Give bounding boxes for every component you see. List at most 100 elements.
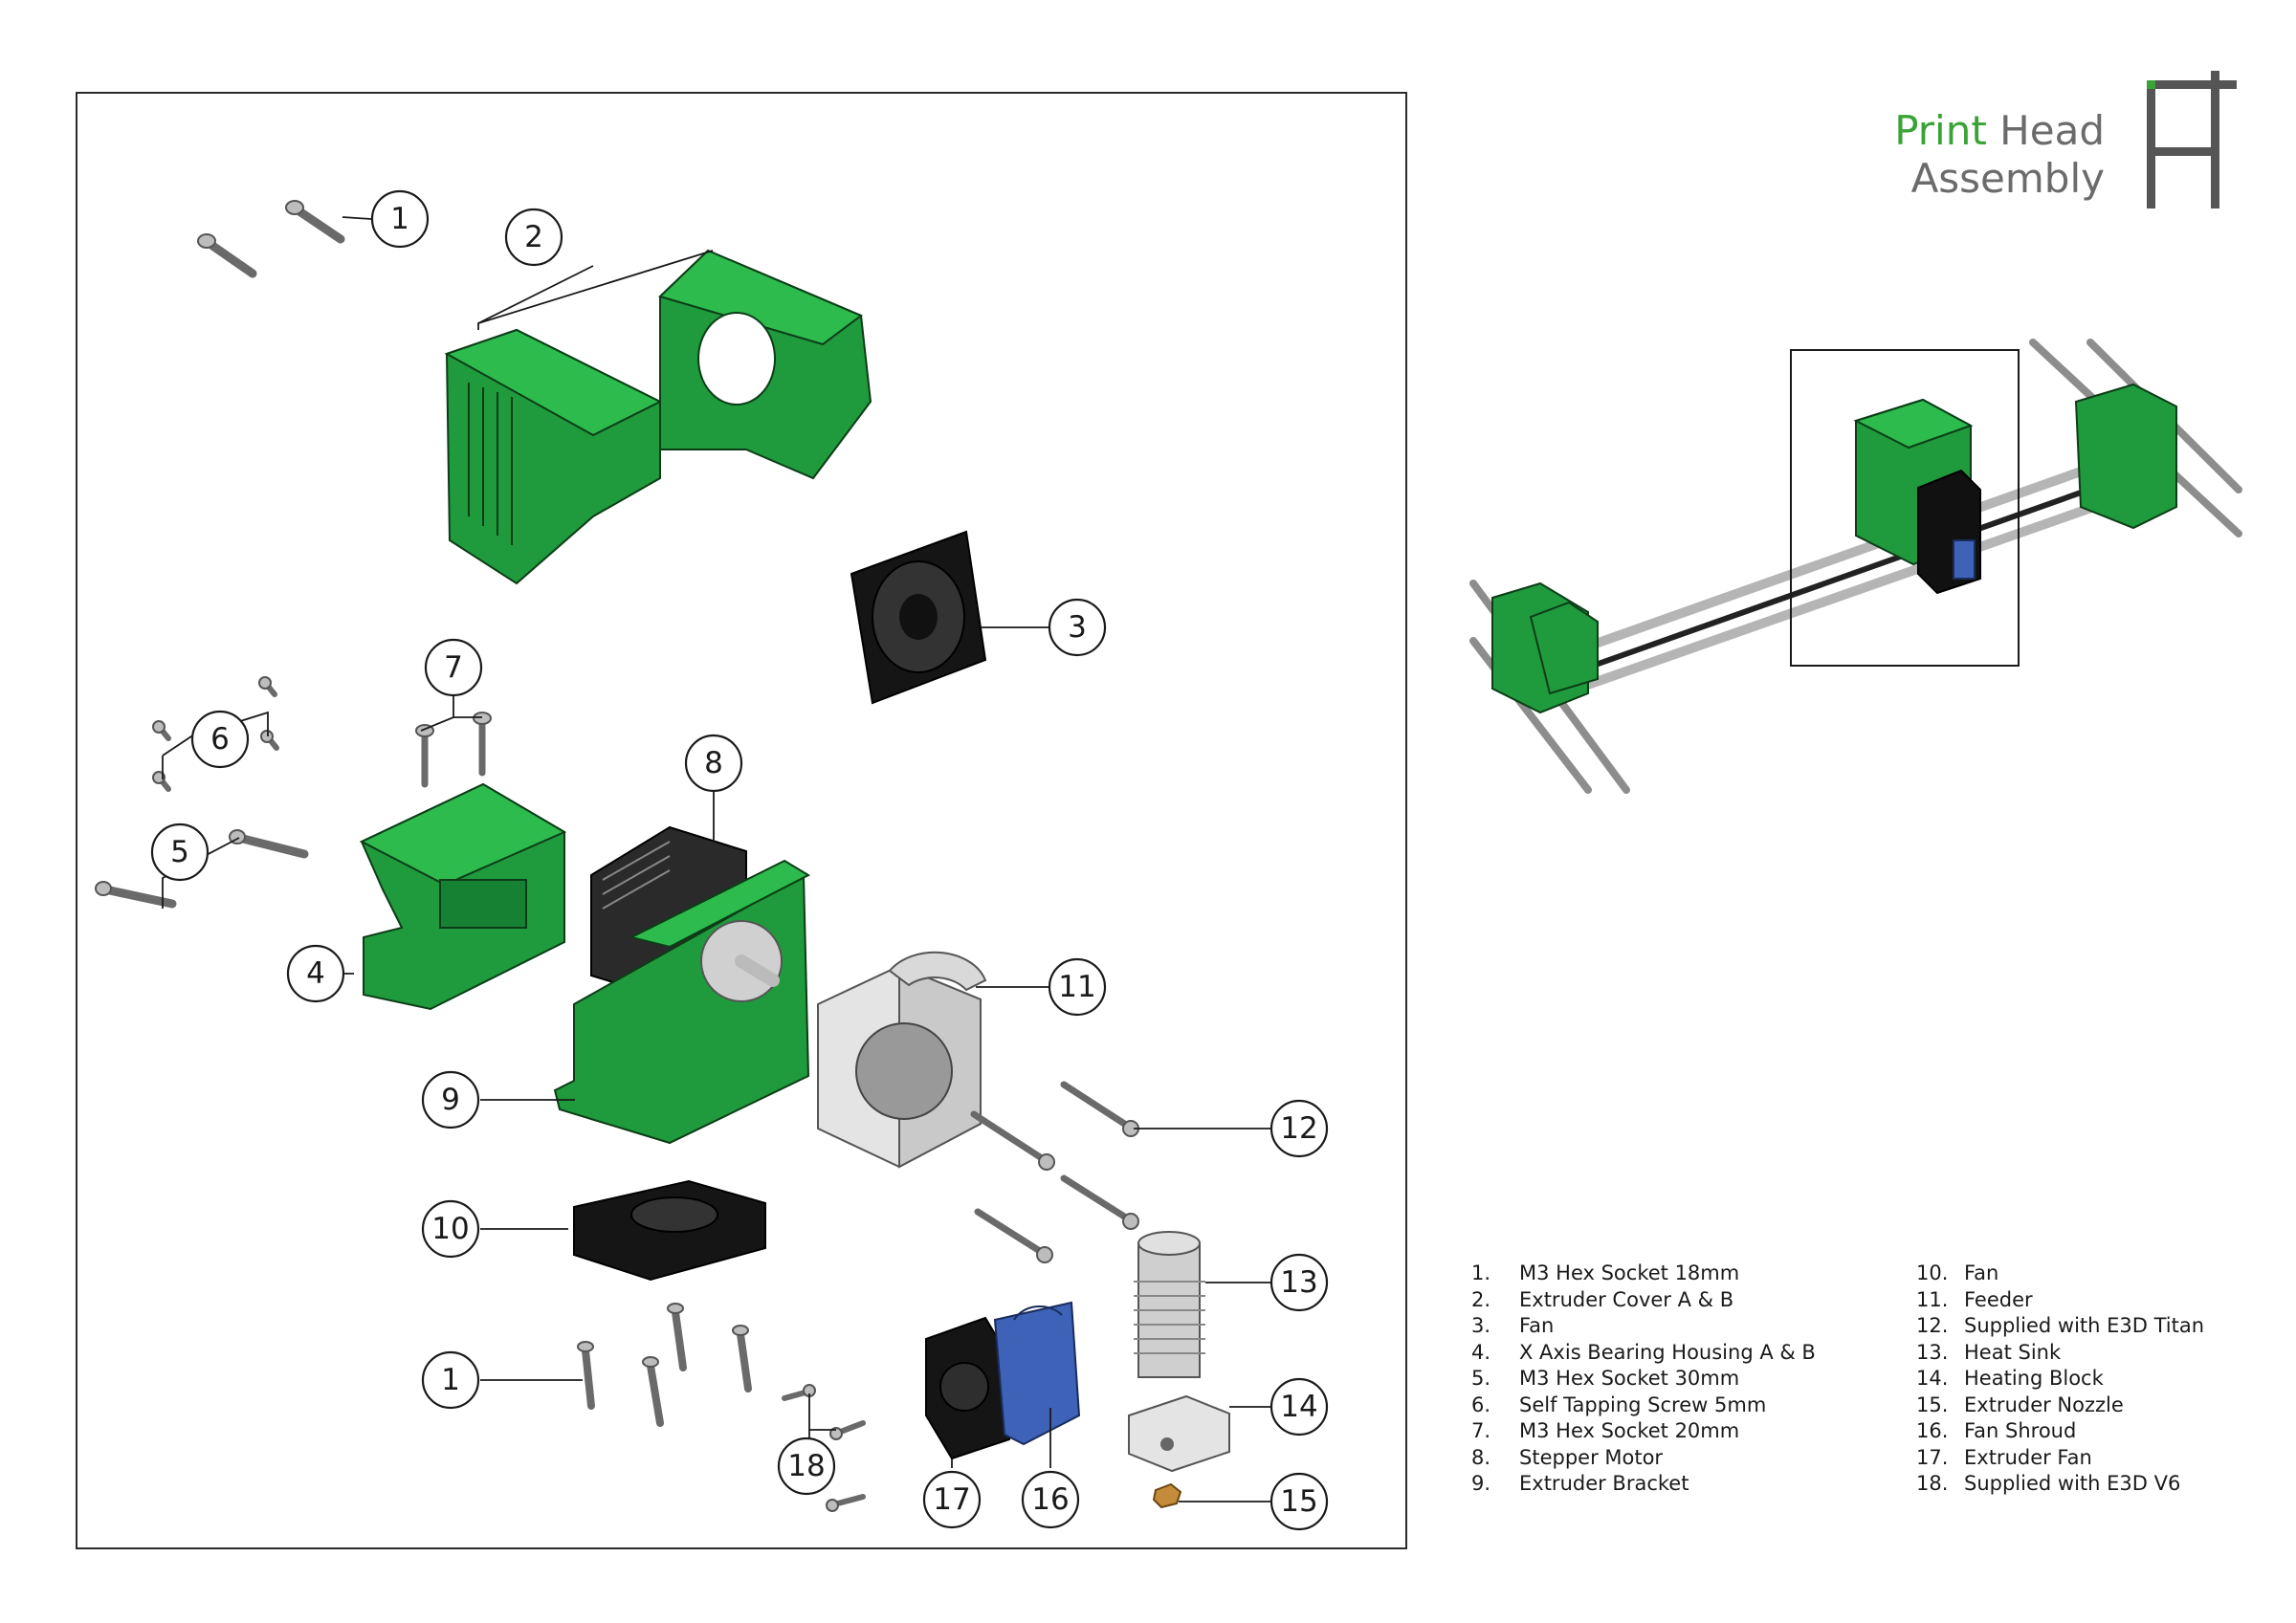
part-10-fan [573, 1179, 766, 1282]
callout-15: 15 [1269, 1472, 1329, 1531]
parts-list-number: 2. [1471, 1287, 1491, 1311]
callout-5: 5 [150, 822, 210, 882]
parts-list-number: 7. [1471, 1419, 1491, 1442]
parts-list-number: 15. [1916, 1393, 1949, 1416]
parts-list-item: 4. X Axis Bearing Housing A & B [1471, 1340, 1892, 1367]
part-4-bearing-housing [359, 782, 567, 1011]
title-line-2: Assembly [1910, 155, 2105, 202]
parts-list-label: Heat Sink [1964, 1340, 2062, 1364]
parts-list-item: 9.Extruder Bracket [1471, 1471, 1892, 1498]
parts-list-item: 18. Supplied with E3D V6 [1916, 1471, 2280, 1498]
parts-list-number: 12. [1916, 1314, 1949, 1337]
svg-text:11: 11 [1058, 970, 1095, 1004]
parts-list-label: M3 Hex Socket 18mm [1519, 1261, 1740, 1284]
parts-list-number: 11. [1916, 1287, 1949, 1311]
parts-list-label: Stepper Motor [1519, 1445, 1664, 1469]
parts-list-number: 3. [1471, 1314, 1491, 1337]
part-1-screws-bottom [577, 1303, 752, 1427]
svg-text:13: 13 [1280, 1265, 1317, 1300]
parts-list-number: 8. [1471, 1445, 1491, 1469]
svg-text:5: 5 [170, 835, 189, 869]
parts-list-item: 2.Extruder Cover A & B [1471, 1287, 1892, 1314]
parts-list-label: Extruder Nozzle [1964, 1393, 2124, 1416]
parts-list-item: 16. Fan Shroud [1916, 1418, 2280, 1445]
parts-list-label: Supplied with E3D Titan [1964, 1314, 2205, 1337]
callout-9: 9 [421, 1070, 480, 1130]
parts-list-item: 17. Extruder Fan [1916, 1445, 2280, 1472]
parts-list-item: 5. M3 Hex Socket 30mm [1471, 1366, 1892, 1393]
callout-8: 8 [684, 734, 743, 793]
parts-list-item: 12. Supplied with E3D Titan [1916, 1313, 2280, 1340]
parts-list-label: Extruder Bracket [1519, 1472, 1689, 1495]
part-3-fan [850, 530, 987, 705]
svg-text:4: 4 [306, 956, 325, 991]
assembled-overview [1469, 339, 2242, 794]
parts-list-number: 17. [1916, 1445, 1949, 1469]
parts-list-number: 18. [1916, 1472, 1949, 1495]
part-16-fan-shroud [993, 1301, 1081, 1446]
title-second-word: Head [1999, 107, 2105, 154]
parts-list-item: 3. Fan [1471, 1313, 1892, 1340]
parts-list-label: X Axis Bearing Housing A & B [1519, 1340, 1816, 1364]
parts-list-item: 6.Self Tapping Screw 5mm [1471, 1393, 1892, 1419]
parts-list-label: Supplied with E3D V6 [1964, 1472, 2181, 1495]
parts-list-item: 15. Extruder Nozzle [1916, 1393, 2280, 1419]
svg-text:14: 14 [1280, 1390, 1317, 1424]
part-9-extruder-bracket [553, 859, 811, 1145]
svg-text:17: 17 [933, 1482, 970, 1517]
parts-list-number: 5. [1471, 1367, 1491, 1390]
parts-list-column-1: 1. M3 Hex Socket 18mm 2.Extruder Cover A &… [1471, 1261, 1892, 1498]
part-1-screws-top [197, 200, 345, 278]
part-15-nozzle [1152, 1482, 1182, 1509]
svg-text:10: 10 [431, 1212, 469, 1246]
parts-list-item: 14.Heating Block [1916, 1366, 2280, 1393]
callout-10: 10 [421, 1199, 480, 1259]
part-18-screws [782, 1384, 866, 1512]
part-12-screws [970, 1081, 1139, 1263]
svg-text:15: 15 [1280, 1484, 1317, 1519]
callout-18: 18 [777, 1437, 836, 1496]
parts-list-number: 10. [1916, 1261, 1949, 1284]
svg-text:12: 12 [1280, 1111, 1317, 1146]
parts-list-label: M3 Hex Socket 20mm [1519, 1419, 1740, 1442]
part-14-heating-block [1128, 1394, 1230, 1473]
svg-text:16: 16 [1031, 1482, 1069, 1517]
svg-text:9: 9 [441, 1083, 460, 1117]
parts-list-label: Fan Shroud [1964, 1419, 2077, 1442]
callout-3: 3 [1048, 598, 1107, 657]
title-line-1: Print Head [1866, 107, 2105, 155]
parts-list-item: 1. M3 Hex Socket 18mm [1471, 1261, 1892, 1287]
callout-11: 11 [1048, 957, 1107, 1017]
parts-list-number: 4. [1471, 1340, 1491, 1364]
parts-list-item: 10. Fan [1916, 1261, 2280, 1287]
svg-text:18: 18 [787, 1449, 825, 1483]
part-2-extruder-cover [444, 249, 872, 585]
parts-list-label: Heating Block [1964, 1367, 2104, 1390]
callout-14: 14 [1269, 1377, 1329, 1437]
parts-list-label: Extruder Fan [1964, 1445, 2092, 1469]
parts-list-item: 7. M3 Hex Socket 20mm [1471, 1418, 1892, 1445]
parts-list-number: 16. [1916, 1419, 1949, 1442]
svg-text:6: 6 [210, 722, 230, 757]
parts-list-label: Fan [1964, 1261, 1999, 1284]
svg-text:2: 2 [524, 220, 543, 254]
svg-text:8: 8 [704, 746, 723, 780]
parts-list-label: Fan [1519, 1314, 1555, 1337]
part-5-screws [95, 829, 309, 909]
callout-13: 13 [1269, 1253, 1329, 1312]
callout-17: 17 [922, 1470, 982, 1529]
callout-12: 12 [1269, 1099, 1329, 1158]
diagram-frame [76, 92, 1407, 1549]
parts-list-label: M3 Hex Socket 30mm [1519, 1367, 1740, 1390]
parts-list-number: 13. [1916, 1340, 1949, 1364]
parts-list-number: 1. [1471, 1261, 1491, 1284]
logo-mark [2147, 71, 2237, 208]
parts-list-label: Self Tapping Screw 5mm [1519, 1393, 1767, 1416]
callout-6: 6 [190, 710, 250, 769]
callout-16: 16 [1021, 1470, 1080, 1529]
parts-list-item: 11.Feeder [1916, 1287, 2280, 1314]
part-11-feeder [817, 951, 987, 1169]
part-6-screws [152, 676, 279, 792]
callout-1-bottom: 1 [421, 1350, 480, 1410]
